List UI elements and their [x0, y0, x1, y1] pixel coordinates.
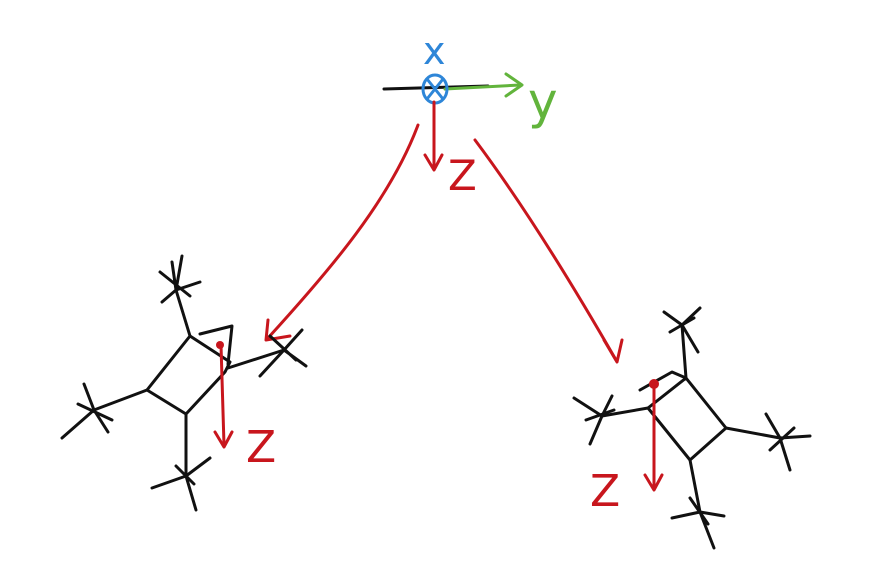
left-bond-left — [92, 388, 149, 412]
left-group-top — [158, 254, 202, 304]
right-bond-bottom — [688, 458, 702, 514]
right-group-bottom — [670, 496, 726, 550]
right-z-axis: Z — [590, 379, 664, 517]
left-ring — [145, 334, 232, 416]
right-bond-top — [680, 323, 688, 380]
left-group-bottom — [150, 456, 212, 512]
right-z-origin-dot — [649, 379, 659, 389]
right-z-label: Z — [590, 466, 620, 517]
left-group-right — [258, 328, 308, 378]
y-axis-arrow — [443, 83, 522, 91]
arrow-to-right-molecule-head — [602, 338, 624, 364]
right-bond-left — [600, 406, 650, 418]
left-z-arrow — [219, 343, 226, 447]
left-z-label: Z — [246, 422, 276, 473]
arrow-to-left-molecule — [266, 123, 420, 340]
x-axis-cross — [425, 77, 445, 101]
left-z-axis: Z — [213, 341, 276, 473]
left-group-left — [60, 382, 114, 440]
left-ring-inner — [198, 324, 234, 366]
right-ring-inner — [638, 370, 688, 392]
left-molecule — [60, 254, 308, 512]
right-ring — [646, 376, 728, 462]
x-axis-label: x — [423, 29, 446, 73]
right-group-top — [662, 306, 702, 354]
right-group-right — [764, 412, 812, 472]
right-group-left — [572, 394, 616, 446]
y-axis-label: y — [528, 72, 558, 130]
arrow-to-left-molecule-head — [264, 318, 292, 342]
right-z-arrowhead — [643, 473, 664, 492]
arrow-to-right-molecule — [473, 138, 618, 362]
reference-frame: y x Z — [382, 29, 558, 200]
left-bond-top — [174, 288, 192, 338]
right-bond-right — [724, 426, 782, 440]
y-axis-arrowhead — [504, 72, 524, 98]
left-z-arrowhead — [213, 430, 234, 449]
left-bond-right — [226, 348, 286, 370]
z-axis-arrowhead — [423, 153, 444, 172]
z-axis-label: Z — [448, 151, 477, 200]
